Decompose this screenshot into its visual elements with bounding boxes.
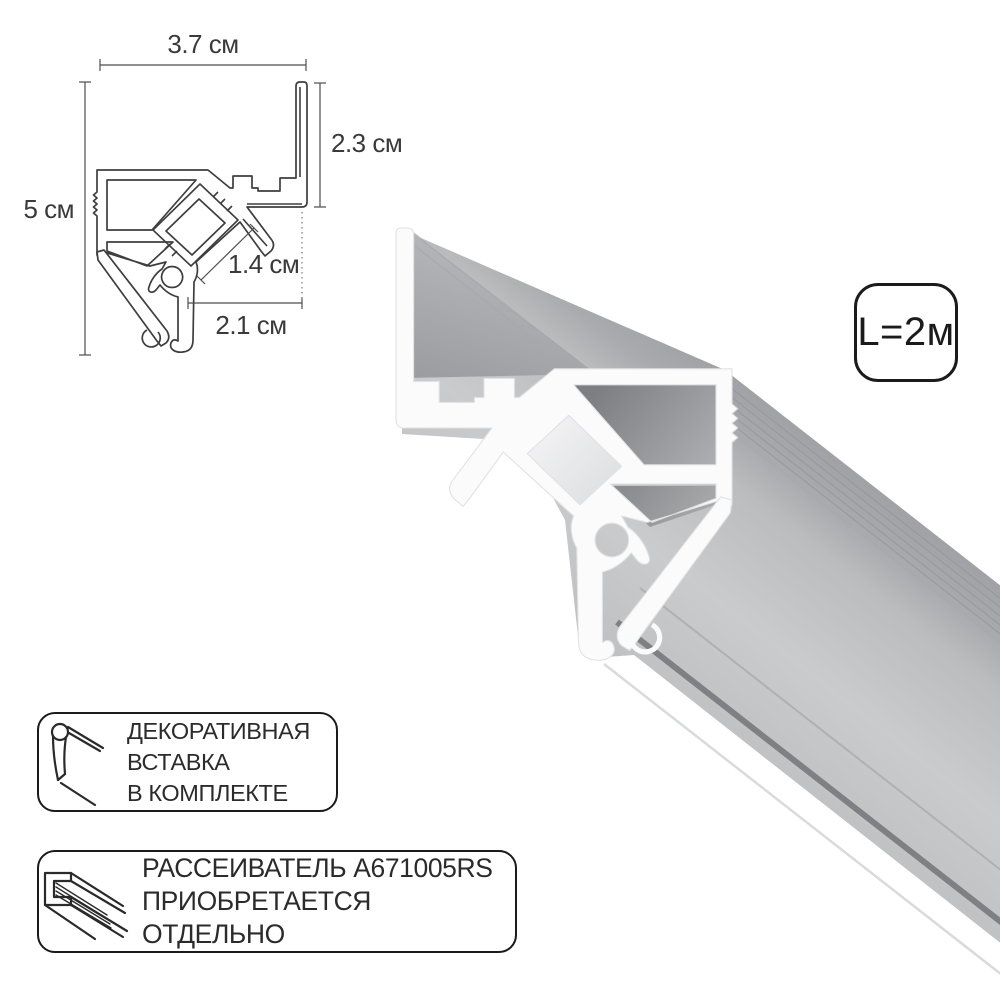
note-line: ВСТАВКА xyxy=(127,748,230,775)
note-line: В КОМПЛЕКТЕ xyxy=(127,779,288,806)
profile-groove xyxy=(603,587,1000,975)
dimension-wall-height: 2.3 см xyxy=(314,82,403,208)
dimension-lines: 3.7 см 5 см 2.3 см 1.4 см xyxy=(23,29,403,356)
profile-fin-surface xyxy=(406,231,596,378)
note-decorative-insert: ДЕКОРАТИВНАЯ ВСТАВКА В КОМПЛЕКТЕ xyxy=(37,712,338,812)
insert-profile-icon xyxy=(50,722,105,806)
note-decorative-insert-text: ДЕКОРАТИВНАЯ ВСТАВКА В КОМПЛЕКТЕ xyxy=(127,716,310,809)
width-dimension-label: 3.7 см xyxy=(167,29,238,59)
height-dimension-label: 5 см xyxy=(23,194,74,224)
note-diffuser-text: РАССЕИВАТЕЛЬ A671005RS ПРИОБРЕТАЕТСЯ ОТД… xyxy=(142,852,515,951)
slot-dimension-label: 1.4 см xyxy=(228,249,299,279)
length-badge: L=2м xyxy=(854,283,958,382)
length-badge-label: L=2м xyxy=(857,310,955,354)
dimension-width: 3.7 см xyxy=(99,29,307,71)
dimension-slot: 1.4 см xyxy=(196,223,300,285)
cross-section-diagram: 3.7 см 5 см 2.3 см 1.4 см xyxy=(23,29,403,356)
bottom-width-dimension-label: 2.1 см xyxy=(215,310,286,340)
wall-height-dimension-label: 2.3 см xyxy=(331,128,402,158)
dimension-bottom-width: 2.1 см xyxy=(187,212,303,340)
profile-cut-face xyxy=(395,227,739,661)
profile-channel-shadows xyxy=(527,385,721,527)
diffuser-icon xyxy=(43,871,129,940)
profile-3d-render xyxy=(395,227,1000,975)
profile-ridge-lines xyxy=(414,238,1000,644)
note-diffuser: РАССЕИВАТЕЛЬ A671005RS ПРИОБРЕТАЕТСЯ ОТД… xyxy=(37,850,517,953)
dimension-height: 5 см xyxy=(23,81,91,356)
note-line: РАССЕИВАТЕЛЬ A671005RS xyxy=(142,853,493,883)
note-line: ДЕКОРАТИВНАЯ xyxy=(127,717,310,744)
note-line: ПРИОБРЕТАЕТСЯ ОТДЕЛЬНО xyxy=(142,886,372,949)
cross-section-outline xyxy=(92,81,308,353)
